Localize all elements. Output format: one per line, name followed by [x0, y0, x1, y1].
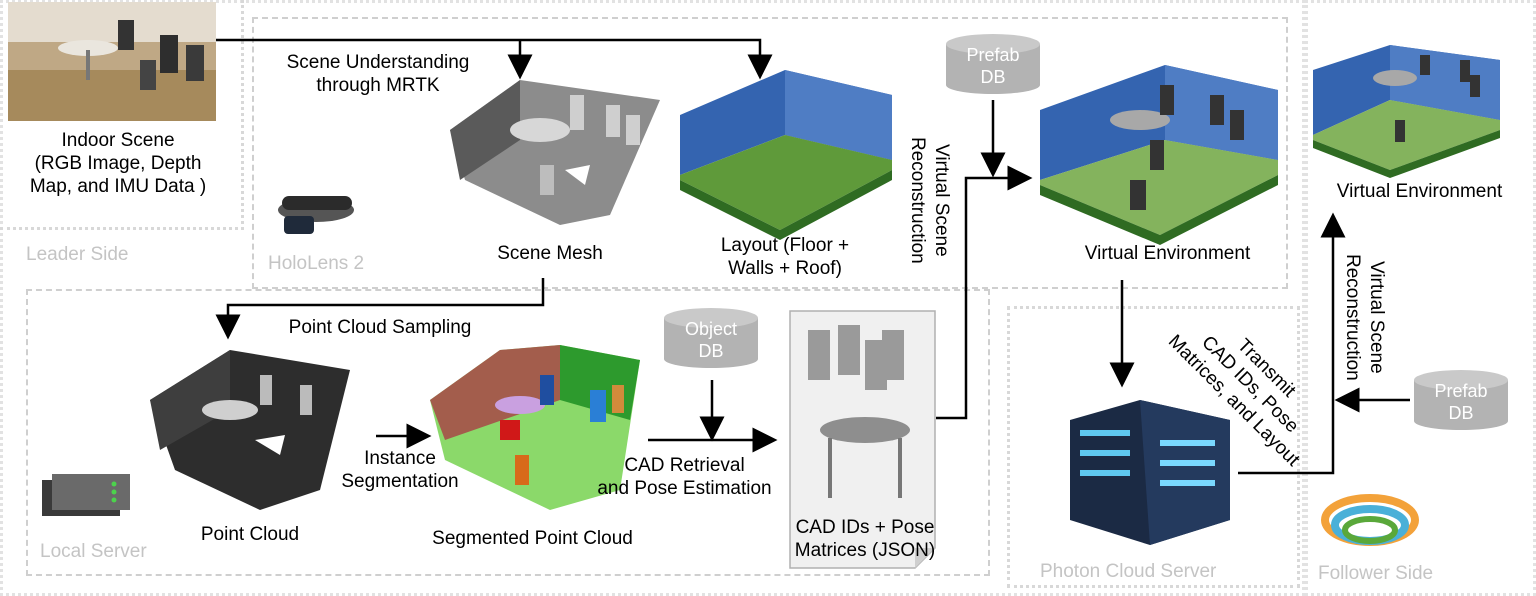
- follower-side-region: [1305, 0, 1536, 596]
- local-server-icon: [42, 474, 130, 516]
- cad-json-document: [789, 310, 936, 569]
- indoor-scene-photo: [8, 2, 216, 121]
- photon-label: Photon Cloud Server: [1040, 561, 1217, 582]
- arrows: [215, 38, 1410, 475]
- photon-server-image: [1070, 400, 1230, 545]
- hololens-label: HoloLens 2: [268, 253, 365, 274]
- follower-side-label: Follower Side: [1318, 563, 1434, 584]
- hololens-icon: [278, 196, 354, 234]
- virtual-env-follower-image: [1313, 45, 1500, 178]
- virtual-env-follower-label: Virtual Environment: [1336, 181, 1503, 202]
- segmented-point-cloud-image: [430, 345, 640, 510]
- photon-region: [1007, 306, 1300, 588]
- leader-side-label: Leader Side: [26, 244, 129, 265]
- hololens-region: [252, 17, 1288, 289]
- segmented-point-cloud-label: Segmented Point Cloud: [432, 528, 633, 549]
- follower-logo-icon: [1321, 494, 1419, 546]
- point-cloud-label: Point Cloud: [200, 524, 300, 545]
- scene-mesh-label: Scene Mesh: [497, 243, 603, 264]
- local-server-label: Local Server: [40, 541, 147, 562]
- point-cloud-sampling-label: Point Cloud Sampling: [288, 317, 472, 338]
- virtual-env-main-image: [1040, 65, 1278, 245]
- layout-label: Layout (Floor +Walls + Roof): [720, 235, 850, 279]
- indoor-scene-label: Indoor Scene (RGB Image, Depth Map, and …: [29, 130, 207, 197]
- leader-top-notch: [0, 0, 244, 230]
- leader-side-region: [0, 0, 1305, 596]
- point-cloud-image: [150, 350, 350, 510]
- scene-mesh-image: [450, 80, 660, 225]
- local-server-region: [26, 289, 990, 576]
- layout-room-image: [680, 70, 892, 240]
- virtual-env-main-label: Virtual Environment: [1084, 243, 1251, 264]
